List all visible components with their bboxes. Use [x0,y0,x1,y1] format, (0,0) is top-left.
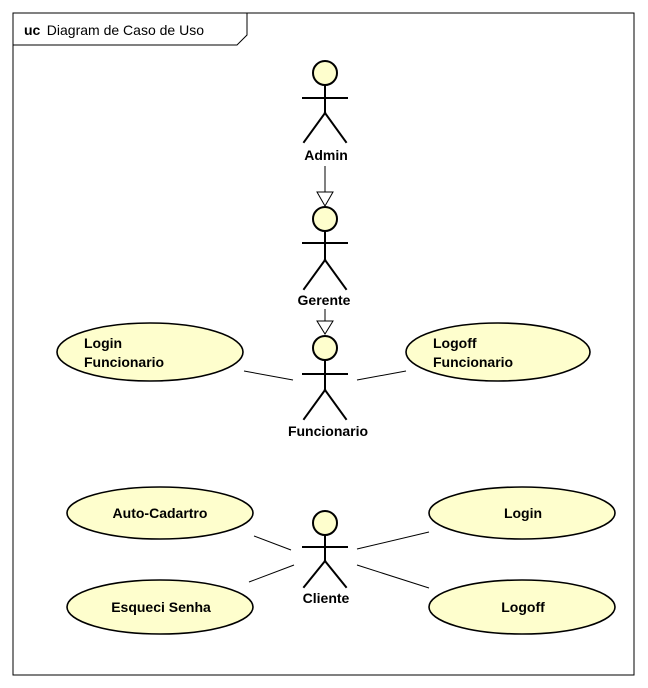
actor-admin[interactable]: Admin [302,60,348,163]
use-case-login[interactable]: Login [428,486,616,540]
association-funcionario-logoff-funcionario[interactable] [356,370,407,381]
actor-cliente-label: Cliente [303,590,350,606]
use-case-login-funcionario[interactable]: Login Funcionario [56,322,244,382]
use-case-logoff-funcionario-label-line2: Funcionario [433,354,513,370]
use-case-logoff-funcionario-label-line1: Logoff [433,335,477,351]
association-cliente-auto-cadastro[interactable] [253,535,292,551]
actor-gerente-head [312,206,338,232]
actor-gerente[interactable]: Gerente [298,206,351,308]
use-case-logoff-label: Logoff [501,599,545,615]
frame-title-tab [12,12,248,46]
use-case-auto-cadastro[interactable]: Auto-Cadartro [66,486,254,540]
frame-name: Diagram de Caso de Uso [47,22,204,38]
actor-cliente-head [312,510,338,536]
use-case-auto-cadastro-label: Auto-Cadartro [113,505,208,521]
generalization-admin-gerente[interactable] [316,166,334,208]
association-cliente-login[interactable] [356,531,430,550]
actor-admin-head [312,60,338,86]
association-cliente-esqueci-senha[interactable] [248,564,295,583]
use-case-login-funcionario-label-line2: Funcionario [84,354,164,370]
actor-gerente-label: Gerente [298,292,351,308]
use-case-login-funcionario-label-line1: Login [84,335,122,351]
actor-funcionario[interactable]: Funcionario [288,335,368,439]
actor-funcionario-label: Funcionario [288,423,368,439]
use-case-login-label: Login [504,505,542,521]
use-case-logoff[interactable]: Logoff [428,579,616,635]
association-funcionario-login-funcionario[interactable] [243,370,294,381]
actor-cliente[interactable]: Cliente [302,510,350,606]
use-case-esqueci-senha-label: Esqueci Senha [111,599,211,615]
use-case-logoff-funcionario[interactable]: Logoff Funcionario [405,322,591,382]
frame-kind: uc [24,22,41,38]
actor-funcionario-head [312,335,338,361]
use-case-esqueci-senha[interactable]: Esqueci Senha [66,579,254,635]
association-cliente-logoff[interactable] [356,564,430,589]
generalization-gerente-funcionario[interactable] [316,309,334,335]
actor-admin-label: Admin [304,147,348,163]
frame-title: uc Diagram de Caso de Uso [24,22,204,39]
